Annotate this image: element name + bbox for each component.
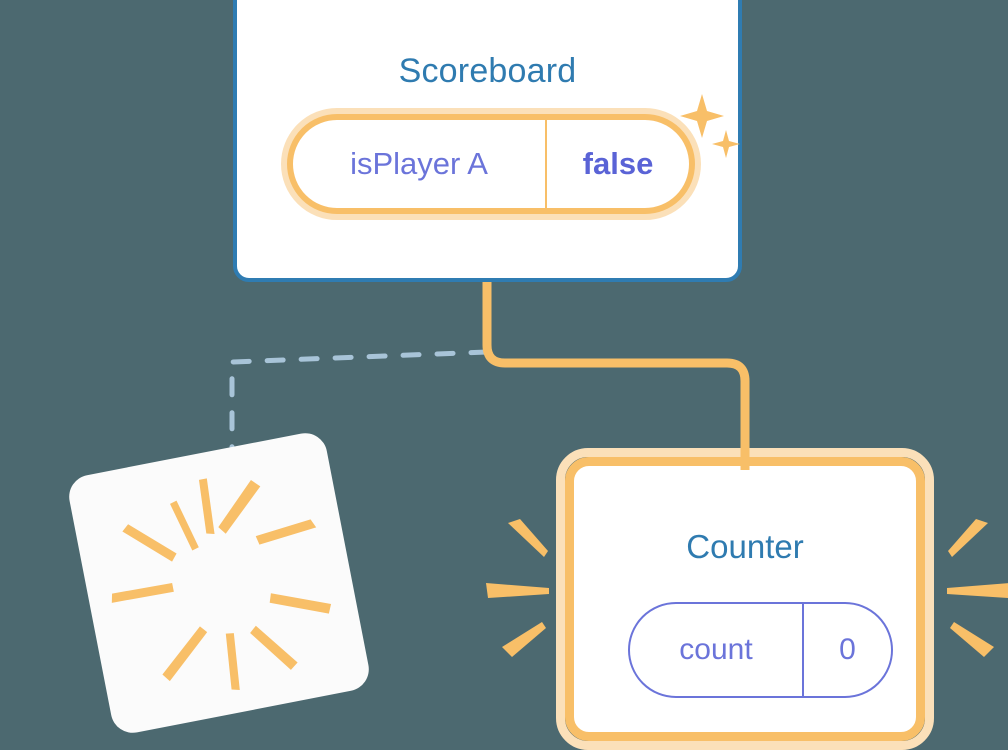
dashed-connector-to-burst-card bbox=[229, 349, 490, 481]
burst-ray bbox=[111, 582, 174, 603]
scoreboard-state-value: false bbox=[582, 146, 654, 181]
burst-ray-group bbox=[111, 478, 332, 690]
counter-ray bbox=[950, 622, 994, 657]
scoreboard-state-key-cell: isPlayer A bbox=[293, 120, 547, 208]
sparkle-group bbox=[680, 94, 740, 158]
counter-ray bbox=[486, 583, 549, 598]
burst-ray bbox=[122, 524, 177, 562]
sparkle-large-icon bbox=[680, 94, 724, 138]
counter-card-inner: Counter count 0 bbox=[565, 457, 925, 741]
burst-ray bbox=[218, 480, 261, 534]
orange-connector-to-counter bbox=[482, 278, 750, 470]
counter-ray bbox=[948, 519, 988, 557]
counter-ray bbox=[502, 622, 546, 657]
scoreboard-state-key: isPlayer A bbox=[350, 146, 488, 181]
burst-ray bbox=[170, 500, 199, 551]
burst-ray bbox=[198, 478, 215, 534]
burst-ray bbox=[225, 633, 240, 690]
burst-ray bbox=[250, 625, 298, 670]
counter-ray-group-right bbox=[947, 519, 1008, 657]
counter-title: Counter bbox=[686, 528, 804, 565]
scoreboard-state-pill[interactable]: isPlayer A false bbox=[287, 114, 695, 214]
counter-state-pill[interactable]: count 0 bbox=[628, 602, 893, 698]
burst-ray bbox=[269, 593, 332, 614]
counter-ray-group-left bbox=[486, 519, 549, 657]
scoreboard-state-value-cell: false bbox=[547, 120, 689, 208]
scoreboard-card[interactable]: Scoreboard isPlayer A false bbox=[233, 0, 742, 282]
counter-state-value-cell: 0 bbox=[804, 604, 891, 696]
burst-ray bbox=[162, 626, 208, 682]
burst-ray bbox=[255, 519, 317, 545]
counter-ray bbox=[947, 583, 1008, 598]
scoreboard-state-pill-highlight: isPlayer A false bbox=[281, 108, 701, 220]
counter-ray bbox=[508, 519, 548, 557]
counter-state-key: count bbox=[679, 633, 753, 666]
scoreboard-title: Scoreboard bbox=[398, 52, 577, 90]
counter-state-value: 0 bbox=[839, 633, 856, 666]
counter-state-key-cell: count bbox=[630, 604, 804, 696]
sparkle-small-icon bbox=[712, 130, 740, 158]
counter-card[interactable]: Counter count 0 bbox=[556, 448, 934, 750]
